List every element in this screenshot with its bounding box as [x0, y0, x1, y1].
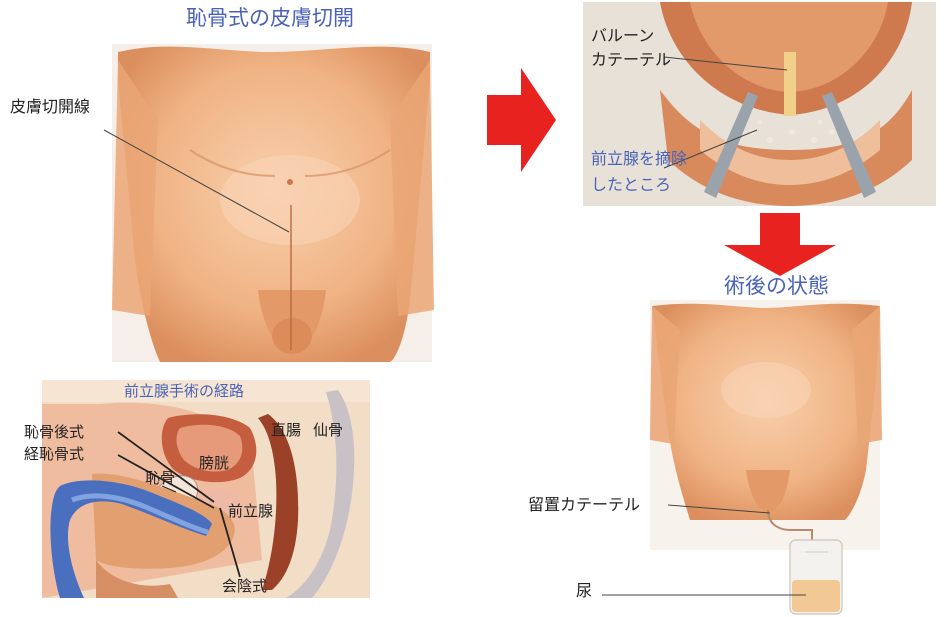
rectum-label: 直腸 — [271, 422, 301, 439]
sacrum-label: 仙骨 — [313, 422, 343, 439]
incision-line-label: 皮膚切開線 — [10, 98, 90, 116]
incision-panel-title: 恥骨式の皮膚切開 — [186, 6, 354, 30]
removed-label-line1: 前立腺を摘除 — [591, 150, 687, 168]
indwelling-catheter-label: 留置カテーテル — [528, 496, 640, 514]
transpubic-label: 経恥骨式 — [24, 446, 84, 463]
incision-torso-illustration — [112, 44, 434, 362]
bladder-label: 膀胱 — [199, 455, 229, 472]
pelvic-cross-section-illustration — [42, 380, 370, 598]
balloon-catheter-label-line2: カテーテル — [591, 51, 671, 69]
prostate-label: 前立腺 — [228, 503, 273, 520]
right-arrow — [487, 68, 556, 172]
routes-panel-title: 前立腺手術の経路 — [124, 383, 244, 400]
balloon-catheter-label-line1: バルーン — [591, 27, 654, 45]
removed-label-line2: したところ — [591, 176, 671, 194]
postop-panel-title: 術後の状態 — [724, 274, 829, 298]
urine-label: 尿 — [576, 582, 592, 600]
retropubic-label: 恥骨後式 — [24, 424, 84, 441]
postop-torso-illustration — [650, 300, 882, 614]
pubis-label: 恥骨 — [145, 470, 175, 487]
perineal-label: 会陰式 — [222, 578, 267, 595]
down-arrow — [724, 213, 836, 276]
